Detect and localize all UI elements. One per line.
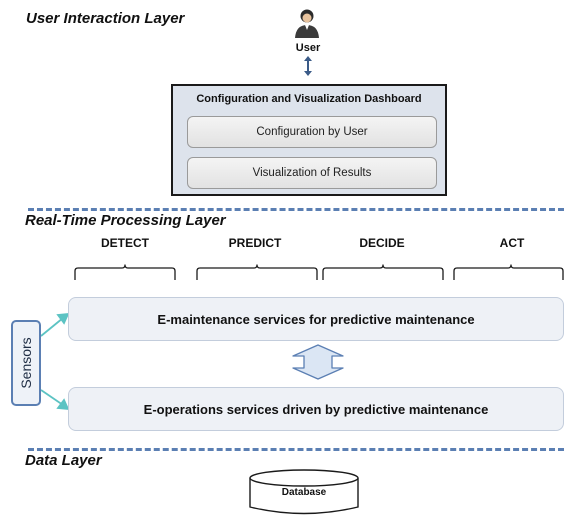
database-label: Database (281, 487, 327, 498)
e-operations-services-label: E-operations services driven by predicti… (143, 401, 489, 417)
brace-act (453, 264, 564, 280)
configuration-by-user-box: Configuration by User (187, 116, 437, 148)
brace-decide (322, 264, 444, 280)
phase-act: ACT (499, 236, 525, 250)
dashboard-title: Configuration and Visualization Dashboar… (196, 93, 422, 105)
sensors-label: Sensors (18, 337, 34, 389)
layer-separator-bottom (28, 448, 564, 451)
brace-predict (196, 264, 318, 280)
user-icon (295, 9, 319, 38)
configuration-by-user-label: Configuration by User (256, 126, 368, 138)
bidirectional-arrow-icon (304, 56, 312, 76)
user-interaction-layer-title: User Interaction Layer (26, 10, 185, 27)
double-arrow-icon (292, 344, 344, 380)
layer-separator-top (28, 208, 564, 211)
phase-decide: DECIDE (359, 236, 405, 250)
data-layer-title: Data Layer (25, 452, 102, 469)
phase-predict: PREDICT (228, 236, 282, 250)
real-time-processing-layer-title: Real-Time Processing Layer (25, 212, 226, 229)
e-operations-services-box: E-operations services driven by predicti… (68, 387, 564, 431)
phase-detect: DETECT (101, 236, 149, 250)
configuration-visualization-dashboard: Configuration and Visualization Dashboar… (171, 84, 447, 196)
visualization-of-results-box: Visualization of Results (187, 157, 437, 189)
visualization-of-results-label: Visualization of Results (252, 167, 372, 179)
brace-detect (74, 264, 176, 280)
sensors-to-operations-arrow (40, 389, 64, 406)
e-maintenance-services-label: E-maintenance services for predictive ma… (157, 311, 475, 327)
sensors-to-maintenance-arrow (40, 317, 64, 337)
sensors-box: Sensors (11, 320, 41, 406)
e-maintenance-services-box: E-maintenance services for predictive ma… (68, 297, 564, 341)
user-label: User (295, 42, 321, 54)
